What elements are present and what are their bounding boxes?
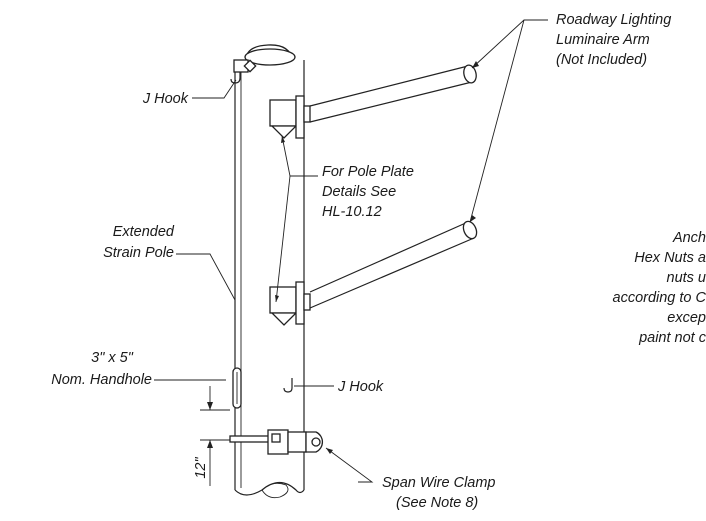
strain-pole-label-1: Extended [113, 224, 175, 240]
note-line-6: paint not c [638, 330, 706, 346]
handhole-label-2: Nom. Handhole [51, 372, 152, 388]
upper-arm-top-edge [309, 65, 469, 107]
lower-arm-clamp [303, 293, 311, 311]
lower-arm-end [462, 220, 478, 240]
dim-arrow-bottom [207, 440, 213, 448]
arrow-5 [326, 448, 333, 454]
upper-arm-end [463, 64, 477, 84]
clamp-label-1: Span Wire Clamp [382, 475, 496, 491]
leader-lines [154, 19, 548, 483]
clamp-block [287, 431, 307, 453]
pole-plate-label-2: Details See [322, 184, 396, 200]
upper-pole-plate [269, 99, 297, 127]
j-hook-bottom-label: J Hook [337, 379, 384, 395]
j-hook-top-nut [243, 59, 257, 73]
lower-plate-gusset [270, 312, 298, 326]
upper-arm-bottom-edge [309, 81, 473, 123]
j-hook-bottom-icon [283, 378, 293, 393]
luminaire-leader-1 [471, 19, 548, 69]
clamp-leader [325, 447, 374, 483]
luminaire-label-3: (Not Included) [556, 52, 647, 68]
lower-pole-plate [269, 286, 297, 314]
clamp-nut [271, 433, 281, 443]
pole-plate-label-1: For Pole Plate [322, 164, 414, 180]
plate-leader-1 [281, 135, 318, 177]
pole-bottom-break [234, 481, 305, 496]
dimension-12in [200, 386, 230, 486]
note-line-2: Hex Nuts a [634, 250, 706, 266]
clamp-bolt [229, 435, 271, 443]
upper-luminaire-assembly [269, 64, 477, 139]
span-wire-clamp-part [229, 429, 324, 455]
luminaire-leader-2 [469, 19, 525, 223]
luminaire-label-1: Roadway Lighting [556, 12, 671, 28]
handhole-part [232, 367, 242, 409]
upper-plate-gusset [270, 125, 298, 139]
strain-pole [234, 44, 305, 499]
clamp-label-2: (See Note 8) [396, 495, 478, 511]
lower-arm-top-edge [309, 221, 469, 293]
j-hook-top-leader [192, 79, 237, 99]
note-fragment: Anch Hex Nuts a nuts u according to C ex… [613, 230, 706, 346]
pole-bottom-section [261, 482, 289, 499]
pole-top-ellipse [244, 48, 296, 66]
arrow-2 [470, 215, 476, 222]
note-line-5: excep [667, 310, 706, 326]
strain-pole-leader [176, 253, 236, 301]
j-hook-top-part [230, 59, 257, 84]
note-line-4: according to C [613, 290, 706, 306]
upper-arm-bracket [295, 95, 305, 139]
luminaire-label-2: Luminaire Arm [556, 32, 650, 48]
dimension-label: 12" [193, 457, 209, 479]
plate-leader-2 [275, 175, 291, 303]
lower-luminaire-assembly [269, 220, 478, 326]
callout-text: Roadway Lighting Luminaire Arm (Not Incl… [51, 12, 671, 511]
note-line-1: Anch [672, 230, 706, 246]
handhole-label-1: 3" x 5" [91, 350, 134, 366]
pole-plate-label-3: HL-10.12 [322, 204, 382, 220]
arrow-1 [472, 61, 479, 68]
lower-arm-bracket [295, 281, 305, 325]
dim-arrow-top [207, 402, 213, 410]
strain-pole-label-2: Strain Pole [103, 245, 174, 261]
arrow-4 [275, 295, 279, 302]
clamp-eye-hole [311, 437, 321, 447]
j-hook-top-icon [230, 72, 241, 84]
arrow-3 [281, 136, 285, 143]
lower-arm-bottom-edge [309, 237, 475, 309]
note-line-3: nuts u [667, 270, 706, 286]
upper-arm-clamp [303, 105, 311, 123]
j-hook-top-label: J Hook [142, 91, 189, 107]
